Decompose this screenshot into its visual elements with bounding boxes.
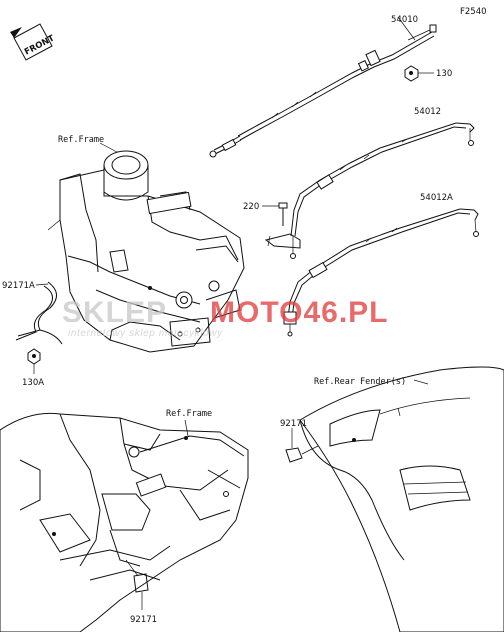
part-label-130: 130 bbox=[436, 69, 452, 79]
throttle-cable-54010 bbox=[209, 16, 437, 158]
ref-rear-fender-label: Ref.Rear Fender(s) bbox=[314, 377, 406, 387]
bolt-130-icon bbox=[404, 65, 419, 82]
part-label-130A: 130A bbox=[22, 378, 44, 388]
watermark-brand-left: SKLEP bbox=[62, 296, 167, 329]
part-label-220: 220 bbox=[243, 202, 259, 212]
clip-92171-rear-icon bbox=[285, 428, 319, 463]
part-label-54012A: 54012A bbox=[420, 193, 453, 203]
throttle-cable-54012A bbox=[283, 208, 479, 337]
throttle-cable-54012 bbox=[262, 122, 475, 259]
ref-frame-lower-label: Ref.Frame bbox=[166, 409, 212, 419]
part-label-54010: 54010 bbox=[391, 15, 418, 25]
frame-lower-drawing bbox=[0, 412, 249, 632]
rear-fender-drawing bbox=[299, 366, 504, 632]
frame-upper-drawing bbox=[47, 142, 245, 353]
part-label-92171-rear: 92171 bbox=[280, 419, 307, 429]
watermark-brand-right: MOTO46.PL bbox=[210, 296, 388, 329]
part-label-92171-bottom: 92171 bbox=[130, 615, 157, 625]
screw-220-icon bbox=[278, 202, 288, 226]
figure-code: F2540 bbox=[460, 7, 487, 17]
part-label-92171A: 92171A bbox=[2, 281, 35, 291]
clamp-92171A-icon bbox=[15, 281, 63, 345]
part-label-54012: 54012 bbox=[414, 107, 441, 117]
watermark-tagline: internetowy sklep motocyklowy bbox=[68, 328, 223, 339]
ref-frame-upper-label: Ref.Frame bbox=[58, 135, 104, 145]
bolt-130A-icon bbox=[27, 348, 41, 374]
front-arrow-icon: FRONT bbox=[10, 23, 56, 61]
watermark: SKLEP MOTO46.PL internetowy sklep motocy… bbox=[62, 296, 388, 339]
clip-92171-bottom-icon bbox=[125, 559, 149, 610]
